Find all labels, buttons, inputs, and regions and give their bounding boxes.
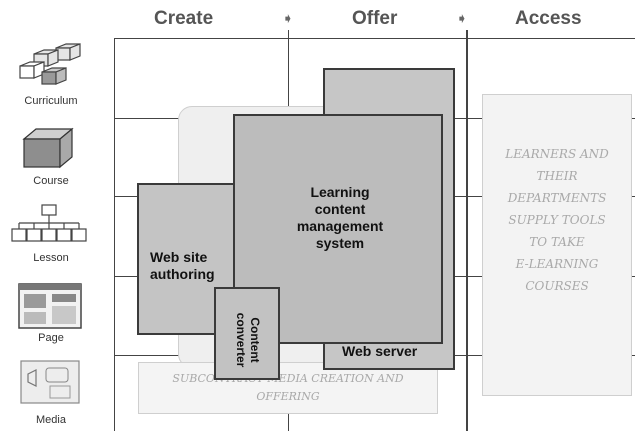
learners-line-7: COURSES — [525, 279, 589, 293]
content-converter-text: Content converter — [234, 298, 262, 382]
level-page-label: Page — [38, 332, 64, 344]
web-site-authoring-label: Web site authoring — [150, 249, 215, 283]
learners-line-4: SUPPLY TOOLS — [508, 213, 606, 227]
lcms-line-4: system — [315, 235, 365, 251]
learners-text: LEARNERS AND THEIR DEPARTMENTS SUPPLY TO… — [484, 143, 630, 297]
media-subcontract-text: SUBCONTRACT MEDIA CREATION AND OFFERING — [140, 370, 436, 406]
grid-left-border — [114, 38, 115, 431]
content-converter-line-1: Content — [248, 317, 262, 363]
lcms-label: Learning content management system — [270, 184, 410, 252]
stage-create-label: Create — [154, 8, 214, 29]
learners-line-5: TO TAKE — [529, 235, 585, 249]
content-converter-box — [214, 287, 280, 380]
lcms-line-3: management — [296, 218, 384, 234]
web-site-line-1: Web site — [150, 249, 208, 265]
learners-line-6: E-LEARNING — [515, 257, 599, 271]
lcms-line-2: content — [314, 201, 366, 217]
arrow-right-icon: ➧ — [456, 10, 468, 26]
level-lesson-label: Lesson — [33, 252, 69, 264]
curriculum-icon — [18, 42, 93, 90]
grid-divider-offer-access — [466, 30, 468, 431]
media-line-2: OFFERING — [256, 390, 320, 403]
content-converter-label: Content converter — [218, 292, 276, 376]
grid-top-line — [114, 38, 635, 39]
stage-access-label: Access — [515, 8, 582, 29]
media-line-1: SUBCONTRACT MEDIA CREATION AND — [172, 372, 404, 385]
level-course-label: Course — [33, 175, 69, 187]
learners-line-2: THEIR — [536, 169, 578, 183]
page-icon — [18, 283, 82, 329]
level-media-label: Media — [36, 414, 66, 426]
course-icon — [22, 127, 74, 169]
web-site-line-2: authoring — [150, 266, 215, 282]
stage-offer-label: Offer — [352, 8, 398, 29]
learners-line-3: DEPARTMENTS — [507, 191, 607, 205]
web-server-label: Web server — [342, 343, 418, 359]
media-subcontract-ghost-box — [138, 362, 438, 414]
arrow-right-icon: ➧ — [282, 10, 294, 26]
learners-ghost-box — [482, 94, 632, 396]
learners-line-1: LEARNERS AND — [505, 147, 609, 161]
content-converter-line-2: converter — [234, 312, 248, 368]
level-curriculum-label: Curriculum — [24, 95, 78, 107]
lcms-line-1: Learning — [310, 184, 370, 200]
lesson-icon — [10, 203, 90, 247]
media-icon — [20, 360, 80, 404]
